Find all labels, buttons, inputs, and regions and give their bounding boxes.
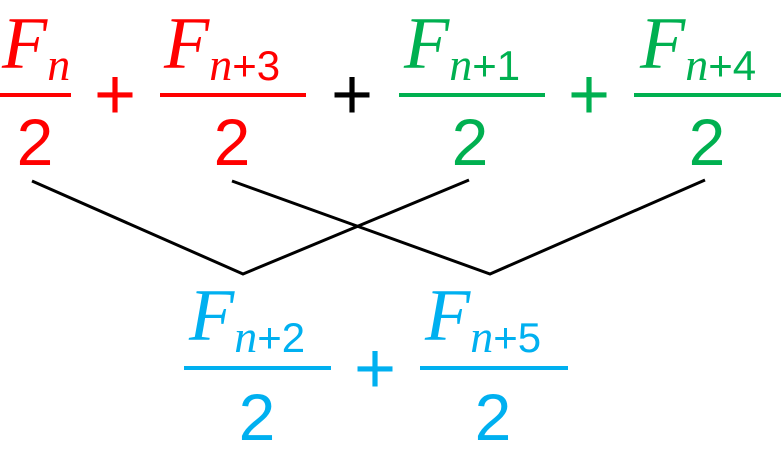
fraction-bar	[420, 366, 568, 370]
connector-line	[31, 178, 470, 276]
svg-text:Fn+1: Fn+1	[403, 3, 520, 90]
svg-text:Fn: Fn	[1, 3, 70, 90]
fraction-bar	[184, 366, 331, 370]
term-fn4-over-2: Fn+4 2	[634, 3, 781, 179]
svg-text:2: 2	[475, 380, 512, 454]
svg-text:2: 2	[689, 105, 726, 179]
term-fn-over-2: Fn 2	[0, 3, 71, 179]
plus-sign: +	[94, 55, 136, 135]
svg-text:2: 2	[239, 380, 276, 454]
plus-sign: +	[568, 55, 610, 135]
plus-sign: +	[331, 55, 373, 135]
svg-text:2: 2	[452, 105, 489, 179]
connector-line	[231, 178, 706, 276]
svg-text:2: 2	[214, 105, 251, 179]
svg-text:Fn+2: Fn+2	[188, 275, 305, 362]
fraction-bar	[634, 93, 781, 97]
term-fn1-over-2: Fn+1 2	[399, 3, 545, 179]
fraction-bar	[399, 93, 545, 97]
term-fn2-over-2: Fn+2 2	[184, 275, 331, 454]
svg-text:Fn+4: Fn+4	[639, 3, 756, 90]
svg-text:2: 2	[17, 105, 54, 179]
svg-text:Fn+3: Fn+3	[163, 3, 280, 90]
term-fn3-over-2: Fn+3 2	[160, 3, 306, 179]
plus-sign: +	[354, 329, 396, 409]
svg-text:Fn+5: Fn+5	[424, 275, 541, 362]
fraction-bar	[0, 93, 71, 97]
fraction-bar	[160, 93, 306, 97]
term-fn5-over-2: Fn+5 2	[420, 275, 568, 454]
